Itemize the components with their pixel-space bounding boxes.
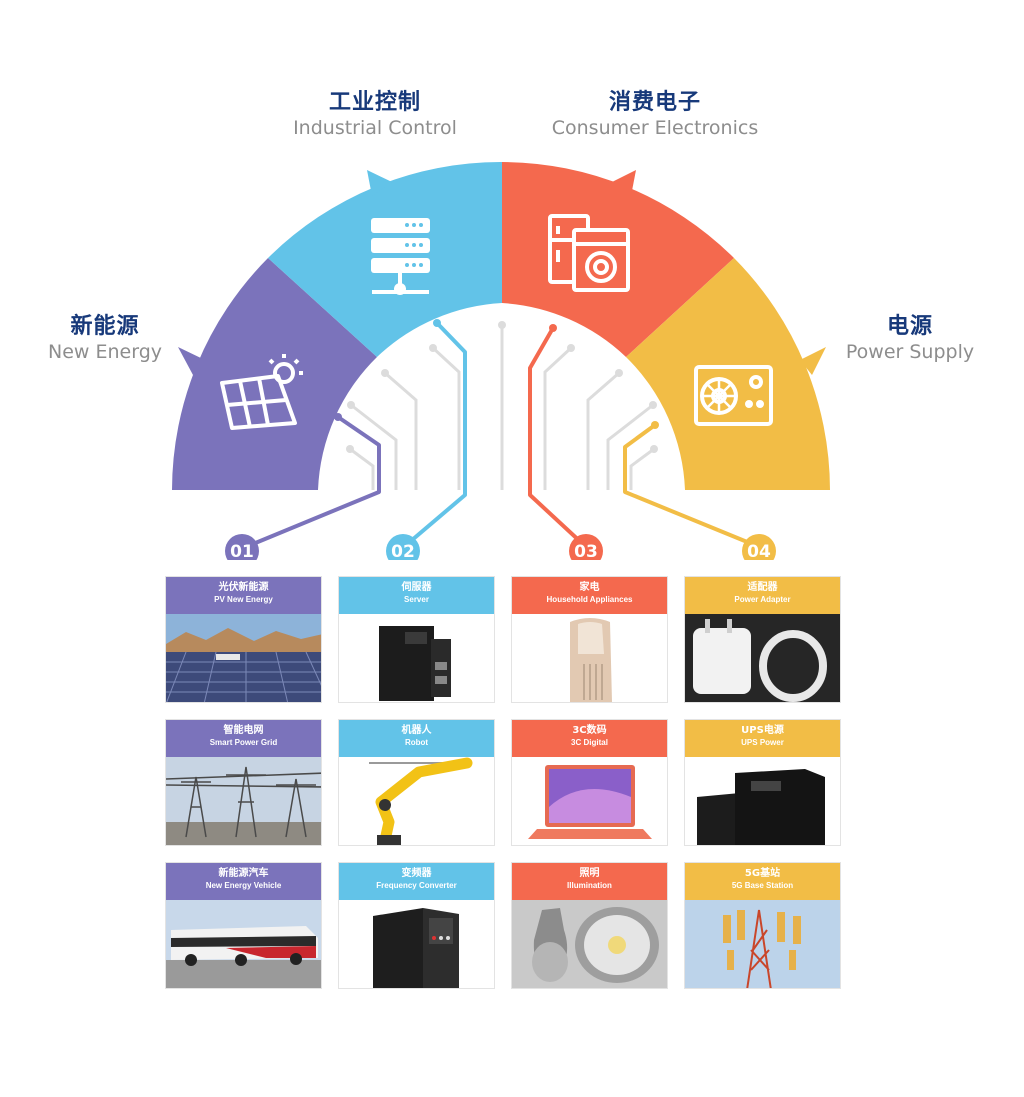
connector-01 [247, 415, 381, 548]
card-title-en: Frequency Converter [376, 881, 457, 890]
number-02: 02 [391, 542, 415, 560]
number-badge-01 [225, 534, 259, 560]
segment-consumer-electronics-tab [612, 170, 636, 196]
connector-04-end [651, 421, 659, 429]
card-3c-digital: 3C数码 3C Digital [511, 719, 668, 846]
robot-arm-photo [339, 757, 494, 845]
card-household-appliances: 家电 Household Appliances [511, 576, 668, 703]
card-title-zh: 智能电网 [223, 725, 264, 736]
label-industrial-control-en: Industrial Control [293, 117, 457, 139]
connector-03 [528, 327, 587, 548]
adapter-photo [685, 614, 840, 702]
card-title-en: Illumination [567, 881, 612, 890]
circuit-nodes [346, 321, 658, 453]
led-lamp-photo [512, 900, 667, 988]
inverter-photo [339, 900, 494, 988]
label-consumer-electronics: 消费电子 Consumer Electronics [530, 90, 780, 140]
card-title-en: Power Adapter [734, 595, 791, 604]
label-new-energy: 新能源 New Energy [30, 314, 180, 364]
card-title-en: New Energy Vehicle [205, 881, 282, 890]
substation-photo [166, 757, 321, 845]
segment-wheel: 01 02 03 04 [172, 161, 830, 560]
number-badge-03 [569, 534, 603, 560]
card-title-en: Smart Power Grid [209, 738, 278, 747]
card-title-en: 5G Base Station [731, 881, 794, 890]
segment-power-supply [626, 258, 830, 490]
card-title-en: Server [404, 595, 429, 604]
card-title-en: PV New Energy [214, 595, 273, 604]
air-purifier-photo [512, 614, 667, 702]
card-5g-base-station: 5G基站 5G Base Station [684, 862, 841, 989]
solar-panel-icon [220, 354, 303, 430]
card-power-adapter: 适配器 Power Adapter [684, 576, 841, 703]
label-new-energy-en: New Energy [48, 341, 162, 363]
card-title-zh: 变频器 [401, 868, 432, 879]
segment-industrial-control-tab [367, 170, 392, 196]
connector-02-end [433, 319, 441, 327]
servo-drive-photo [339, 614, 494, 702]
ups-photo [685, 757, 840, 845]
bus-photo [166, 900, 321, 988]
card-title-en: 3C Digital [571, 738, 608, 747]
card-title-zh: 新能源汽车 [218, 868, 269, 879]
card-ups-power: UPS电源 UPS Power [684, 719, 841, 846]
label-industrial-control-zh: 工业控制 [328, 90, 421, 115]
label-consumer-electronics-en: Consumer Electronics [551, 117, 759, 139]
number-04: 04 [747, 542, 771, 560]
card-pv-new-energy: 光伏新能源 PV New Energy [165, 576, 322, 703]
server-rack-icon [371, 218, 430, 295]
label-power-supply-en: Power Supply [845, 341, 975, 363]
card-title-zh: 5G基站 [744, 868, 781, 879]
connector-04 [623, 423, 758, 548]
card-title-zh: 机器人 [401, 725, 432, 736]
number-01: 01 [230, 542, 254, 560]
card-title-zh: 3C数码 [572, 725, 607, 736]
card-illumination: 照明 Illumination [511, 862, 668, 989]
card-new-energy-vehicle: 新能源汽车 New Energy Vehicle [165, 862, 322, 989]
number-badge-04 [742, 534, 776, 560]
card-smart-power-grid: 智能电网 Smart Power Grid [165, 719, 322, 846]
card-title-zh: 伺服器 [401, 582, 432, 593]
number-badge-02 [386, 534, 420, 560]
card-title-en: UPS Power [741, 738, 784, 747]
connector-01-end [334, 413, 342, 421]
card-title-en: Household Appliances [546, 595, 633, 604]
label-new-energy-zh: 新能源 [70, 314, 140, 339]
number-03: 03 [574, 542, 598, 560]
label-power-supply: 电源 Power Supply [830, 314, 990, 364]
card-title-zh: 照明 [579, 868, 600, 879]
connector-02 [403, 321, 467, 548]
tower-photo [685, 900, 840, 988]
card-server: 伺服器 Server [338, 576, 495, 703]
card-title-zh: 适配器 [747, 582, 778, 593]
circuit-traces [349, 325, 655, 490]
card-title-zh: UPS电源 [741, 725, 784, 736]
segment-new-energy-tab [178, 347, 205, 375]
label-industrial-control: 工业控制 Industrial Control [270, 90, 480, 140]
solar-farm-photo [166, 614, 321, 702]
card-title-zh: 光伏新能源 [218, 582, 269, 593]
card-title-en: Robot [404, 738, 429, 747]
card-robot: 机器人 Robot [338, 719, 495, 846]
label-power-supply-zh: 电源 [886, 314, 933, 339]
segment-power-supply-tab [800, 347, 826, 375]
label-consumer-electronics-zh: 消费电子 [608, 90, 701, 115]
card-title-zh: 家电 [579, 582, 600, 593]
card-frequency-converter: 变频器 Frequency Converter [338, 862, 495, 989]
appliances-icon [548, 214, 630, 292]
laptop-photo [512, 757, 667, 845]
power-supply-icon [694, 365, 773, 426]
connector-03-end [549, 324, 557, 332]
